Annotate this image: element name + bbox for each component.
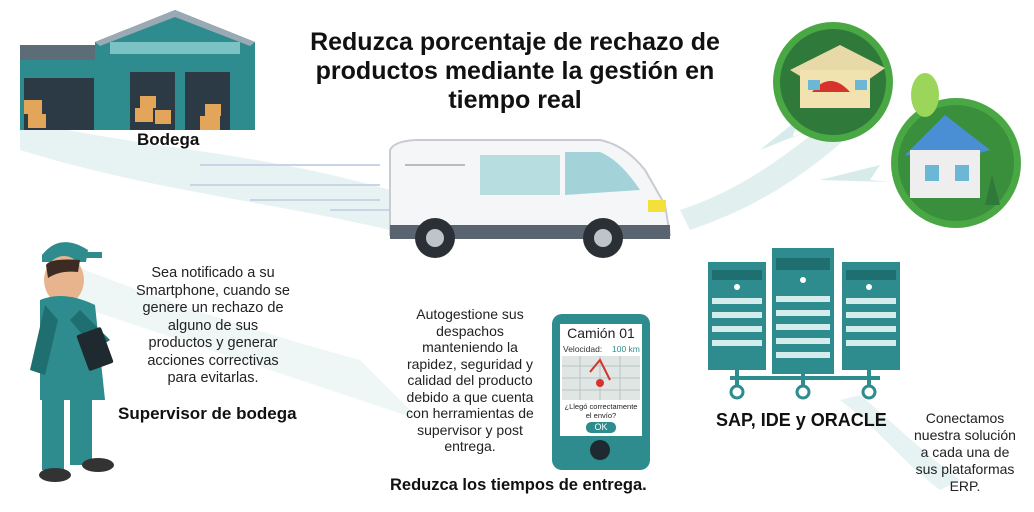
title-line: Reduzca porcentaje de rechazo de: [310, 28, 720, 56]
phone-speed-value: 100 km: [612, 344, 640, 354]
flow-stream-warehouse: [20, 120, 390, 230]
text-line: Sea notificado a su: [151, 265, 275, 281]
text-line: Autogestione sus: [416, 306, 524, 322]
house-circle: [891, 73, 1021, 228]
main-title: Reduzca porcentaje de rechazo de product…: [255, 28, 775, 115]
text-line: debido a que cuenta: [406, 388, 534, 405]
delivery-van: [389, 139, 672, 258]
text-line: ERP.: [949, 478, 981, 494]
warehouse-building: [20, 10, 255, 130]
text-line: genere un rechazo de: [142, 300, 284, 316]
text-line: a cada una de: [920, 444, 1010, 460]
text-line: Conectamos: [925, 410, 1005, 426]
dispatch-label: Reduzca los tiempos de entrega.: [390, 476, 647, 494]
title-line: productos mediante la gestión en: [315, 57, 715, 85]
text-line: nuestra solución: [914, 427, 1016, 443]
text-line: sus plataformas: [915, 461, 1015, 477]
supervisor-label: Supervisor de bodega: [118, 404, 297, 423]
text-line: manteniendo la: [422, 339, 518, 355]
text-line: rapidez, seguridad y: [406, 355, 534, 372]
phone-device: [552, 314, 650, 470]
text-line: con herramientas de: [406, 405, 534, 421]
text-line: despachos: [436, 322, 504, 339]
store-circle: [773, 22, 893, 142]
phone-ok-button[interactable]: OK: [594, 422, 608, 432]
flow-stream-right: [680, 120, 850, 230]
text-line: supervisor y post: [417, 421, 523, 438]
flow-arrow-house: [820, 165, 890, 182]
erp-description: Conectamos nuestra solución a cada una d…: [902, 410, 1028, 495]
erp-servers: [708, 248, 900, 400]
phone-header: Camión 01: [567, 325, 635, 341]
phone-question: ¿Llegó correctamente el envío?: [560, 402, 642, 420]
supervisor-description: Sea notificado a su Smartphone, cuando s…: [128, 265, 298, 388]
text-line: productos y generar: [148, 335, 278, 351]
text-line: calidad del producto: [407, 372, 533, 388]
text-line: Smartphone, cuando se: [136, 282, 290, 299]
flow-arrow-top: [760, 118, 815, 150]
text-line: ¿Llegó correctamente: [564, 402, 638, 411]
text-line: entrega.: [444, 438, 496, 454]
erp-label: SAP, IDE y ORACLE: [716, 410, 887, 430]
flow-stream-erp: [840, 395, 960, 490]
warehouse-label: Bodega: [137, 130, 200, 149]
dispatch-description: Autogestione sus despachos manteniendo l…: [394, 306, 546, 455]
flow-stream-supervisor: [60, 260, 420, 420]
text-line: para evitarlas.: [167, 370, 259, 386]
text-line: el envío?: [585, 411, 617, 420]
phone-speed-label: Velocidad:: [563, 344, 603, 354]
supervisor-worker: [30, 242, 114, 482]
text-line: acciones correctivas: [147, 352, 279, 369]
speed-lines: [190, 164, 390, 211]
title-line: tiempo real: [448, 86, 582, 114]
text-line: alguno de sus: [167, 317, 259, 334]
